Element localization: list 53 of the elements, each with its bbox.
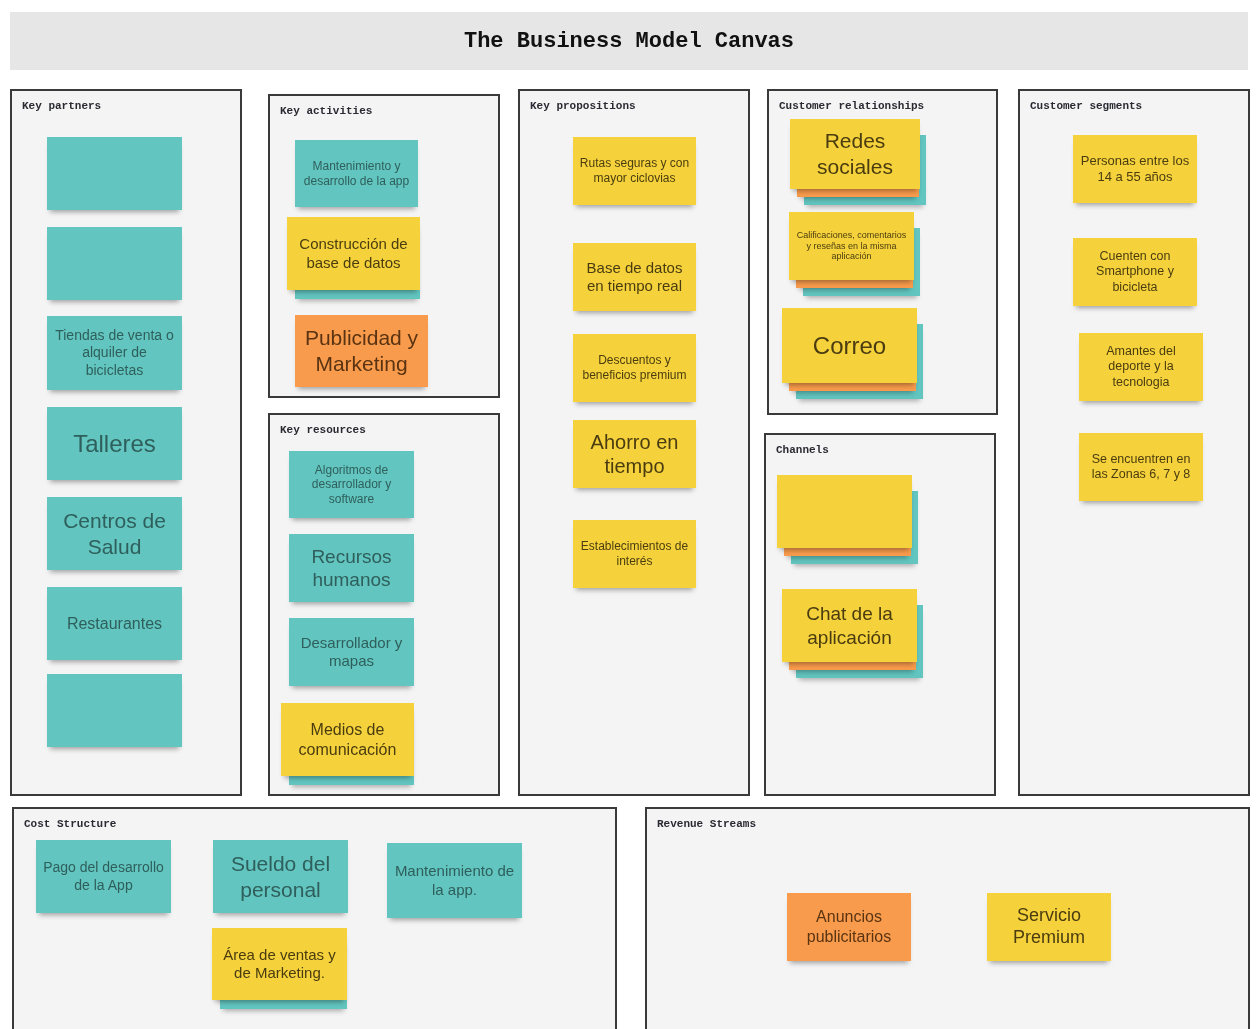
section-heading: Customer relationships [779,100,925,112]
sticky-note: Chat de la aplicación [782,589,917,662]
sticky-note: Talleres [47,407,182,480]
section-heading: Key resources [280,424,366,436]
sticky-note: Personas entre los 14 a 55 años [1073,135,1197,203]
sticky-note: Mantenimiento de la app. [387,843,522,918]
canvas-section [10,89,242,796]
sticky-note: Sueldo del personal [213,840,348,913]
sticky-note [47,227,182,300]
sticky-note: Desarrollador y mapas [289,618,414,686]
sticky-note: Mantenimiento y desarrollo de la app [295,140,418,207]
sticky-note: Base de datos en tiempo real [573,243,696,311]
canvas-section [1018,89,1250,796]
sticky-note: Pago del desarrollo de la App [36,840,171,913]
sticky-note: Establecimientos de interés [573,520,696,588]
sticky-note: Tiendas de venta o alquiler de bicicletas [47,316,182,390]
sticky-note: Publicidad y Marketing [295,315,428,387]
canvas-section [12,807,617,1029]
sticky-note: Ahorro en tiempo [573,420,696,488]
sticky-note: Servicio Premium [987,893,1111,961]
section-heading: Customer segments [1030,100,1143,112]
section-heading: Revenue Streams [657,818,757,830]
sticky-note: Construcción de base de datos [287,217,420,290]
sticky-note: Medios de comunicación [281,703,414,776]
sticky-note: Redes sociales [790,119,920,189]
section-heading: Key propositions [530,100,636,112]
section-heading: Channels [776,444,829,456]
canvas-section [518,89,750,796]
sticky-note: Rutas seguras y con mayor ciclovias [573,137,696,205]
sticky-note: Anuncios publicitarios [787,893,911,961]
section-heading: Cost Structure [24,818,117,830]
sticky-note: Calificaciones, comentarios y reseñas en la misma aplicación [789,212,914,280]
sticky-note: Restaurantes [47,587,182,660]
canvas-section [268,413,500,796]
sticky-note: Amantes del deporte y la tecnologia [1079,333,1203,401]
sticky-note: Centros de Salud [47,497,182,570]
sticky-note: Recursos humanos [289,534,414,602]
sticky-note: Se encuentren en las Zonas 6, 7 y 8 [1079,433,1203,501]
canvas-section [268,94,500,398]
canvas-section [767,89,998,415]
sticky-note: Correo [782,308,917,383]
sticky-note [777,475,912,548]
sticky-note [47,674,182,747]
sticky-note: Descuentos y beneficios premium [573,334,696,402]
sticky-note: Algoritmos de desarrollador y software [289,451,414,518]
canvas-section [645,807,1250,1029]
sticky-note [47,137,182,210]
canvas-title: The Business Model Canvas [10,12,1248,70]
section-heading: Key partners [22,100,102,112]
sticky-note: Cuenten con Smartphone y bicicleta [1073,238,1197,306]
sticky-note: Área de ventas y de Marketing. [212,928,347,1000]
canvas-section [764,433,996,796]
section-heading: Key activities [280,105,373,117]
